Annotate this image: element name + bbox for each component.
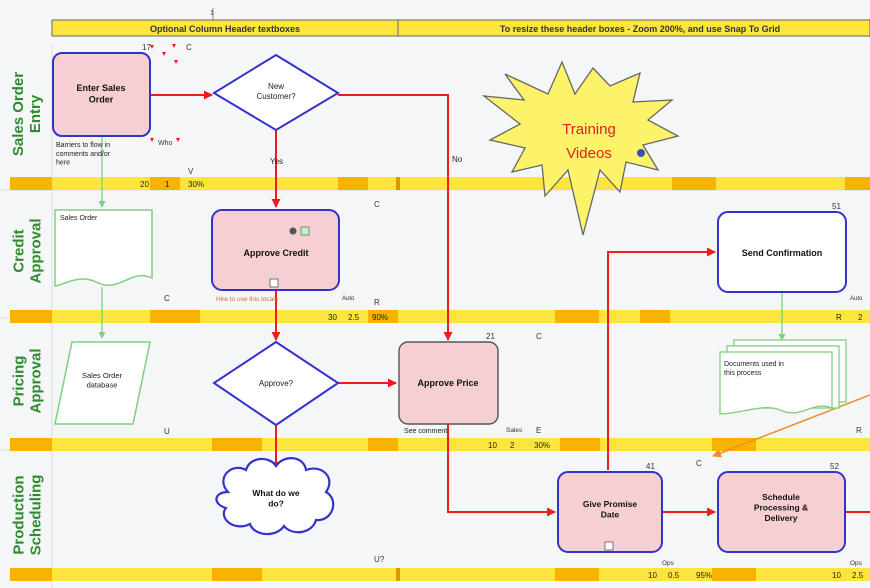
label-hire-note: Hire to use this locale xyxy=(216,296,279,303)
info-icon xyxy=(289,227,297,235)
expand-icon xyxy=(300,226,310,236)
marker-c3: C xyxy=(164,294,170,303)
band-values: 20 1 30% 30 2.5 90% R 2 10 2 30% 10 0.5 … xyxy=(140,180,864,580)
label-yes: Yes xyxy=(270,157,283,166)
info-icon xyxy=(637,149,645,157)
marker-ops1: Ops xyxy=(662,560,675,567)
send-confirmation-text: Send Confirmation xyxy=(742,248,823,258)
marker-21: 21 xyxy=(486,332,495,341)
marker-sales: Sales xyxy=(506,427,523,434)
box-send-confirmation[interactable]: Send Confirmation xyxy=(717,211,847,293)
diamond-approve[interactable]: Approve? xyxy=(212,340,340,427)
box-approve-credit[interactable]: Approve Credit xyxy=(211,209,340,291)
band4-value-5: 2.5 xyxy=(852,571,864,580)
green-connectors xyxy=(98,136,786,341)
header-row: Optional Column Header textboxes To resi… xyxy=(51,8,870,37)
label-see-comment: See comment xyxy=(404,428,447,435)
metric-band-2 xyxy=(10,310,870,323)
band1-value-3: 30% xyxy=(188,180,204,189)
metric-band-4 xyxy=(10,568,870,581)
marker-41: 41 xyxy=(646,462,655,471)
metric-band-3 xyxy=(10,438,870,451)
training-videos-line1: Training xyxy=(562,121,616,138)
arrow-customer-no xyxy=(338,94,453,341)
band2-value-5: 2 xyxy=(858,313,863,322)
marker-ops2: Ops xyxy=(850,560,863,567)
approve-price-text: Approve Price xyxy=(417,378,478,388)
marker-auto1: Auto xyxy=(342,296,355,302)
band1-value-2: 1 xyxy=(165,180,170,189)
approve-text: Approve? xyxy=(259,379,294,388)
band1-value-1: 20 xyxy=(140,180,149,189)
marker-52: 52 xyxy=(830,462,839,471)
sales-order-doc-text: Sales Order xyxy=(60,215,98,222)
band2-value-4: R xyxy=(836,313,842,322)
training-videos-callout[interactable]: Training Videos xyxy=(481,60,680,236)
arrow-promise-to-confirm xyxy=(607,247,716,470)
marker-e1: E xyxy=(536,426,541,435)
header-marker: 1 xyxy=(210,10,214,17)
marker-u1: U xyxy=(164,427,170,436)
marker-51: 51 xyxy=(832,202,841,211)
label-no: No xyxy=(452,155,463,164)
marker-r1: R xyxy=(374,298,380,307)
marker-17: 17 xyxy=(142,43,151,52)
document-sales-order[interactable]: Sales Order xyxy=(54,209,153,287)
box-approve-price[interactable]: Approve Price xyxy=(398,341,499,425)
subprocess-icon xyxy=(604,541,614,551)
comment-ticks xyxy=(150,44,180,142)
arrow-price-to-promise xyxy=(447,424,556,517)
marker-auto2: Auto xyxy=(850,296,863,302)
red-connectors xyxy=(150,90,870,517)
band2-value-3: 90% xyxy=(372,313,388,322)
band4-value-1: 10 xyxy=(648,571,657,580)
marker-v1: V xyxy=(188,167,194,176)
marker-r2: R xyxy=(856,426,862,435)
header-right-text: To resize these header boxes - Zoom 200%… xyxy=(500,24,780,34)
subprocess-icon xyxy=(269,278,279,288)
training-videos-line2: Videos xyxy=(566,145,612,162)
marker-c2: C xyxy=(374,200,380,209)
band3-value-1: 10 xyxy=(488,441,497,450)
marker-c1: C xyxy=(186,43,192,52)
band3-value-3: 30% xyxy=(534,441,550,450)
band4-value-3: 95% xyxy=(696,571,712,580)
band2-value-2: 2.5 xyxy=(348,313,360,322)
band4-value-2: 0.5 xyxy=(668,571,680,580)
band3-value-2: 2 xyxy=(510,441,515,450)
metric-band-1 xyxy=(10,177,870,190)
band2-value-1: 30 xyxy=(328,313,337,322)
orange-connector xyxy=(712,394,870,458)
label-who: Who xyxy=(158,140,173,147)
marker-c4: C xyxy=(536,332,542,341)
annotation-markers: 17 C C C C C R R E U U? V 21 51 41 52 Op… xyxy=(142,43,863,567)
marker-c5: C xyxy=(696,459,702,468)
marker-u2: U? xyxy=(374,555,385,564)
band4-value-4: 10 xyxy=(832,571,841,580)
header-left-text: Optional Column Header textboxes xyxy=(150,24,300,34)
approve-credit-text: Approve Credit xyxy=(243,248,308,258)
